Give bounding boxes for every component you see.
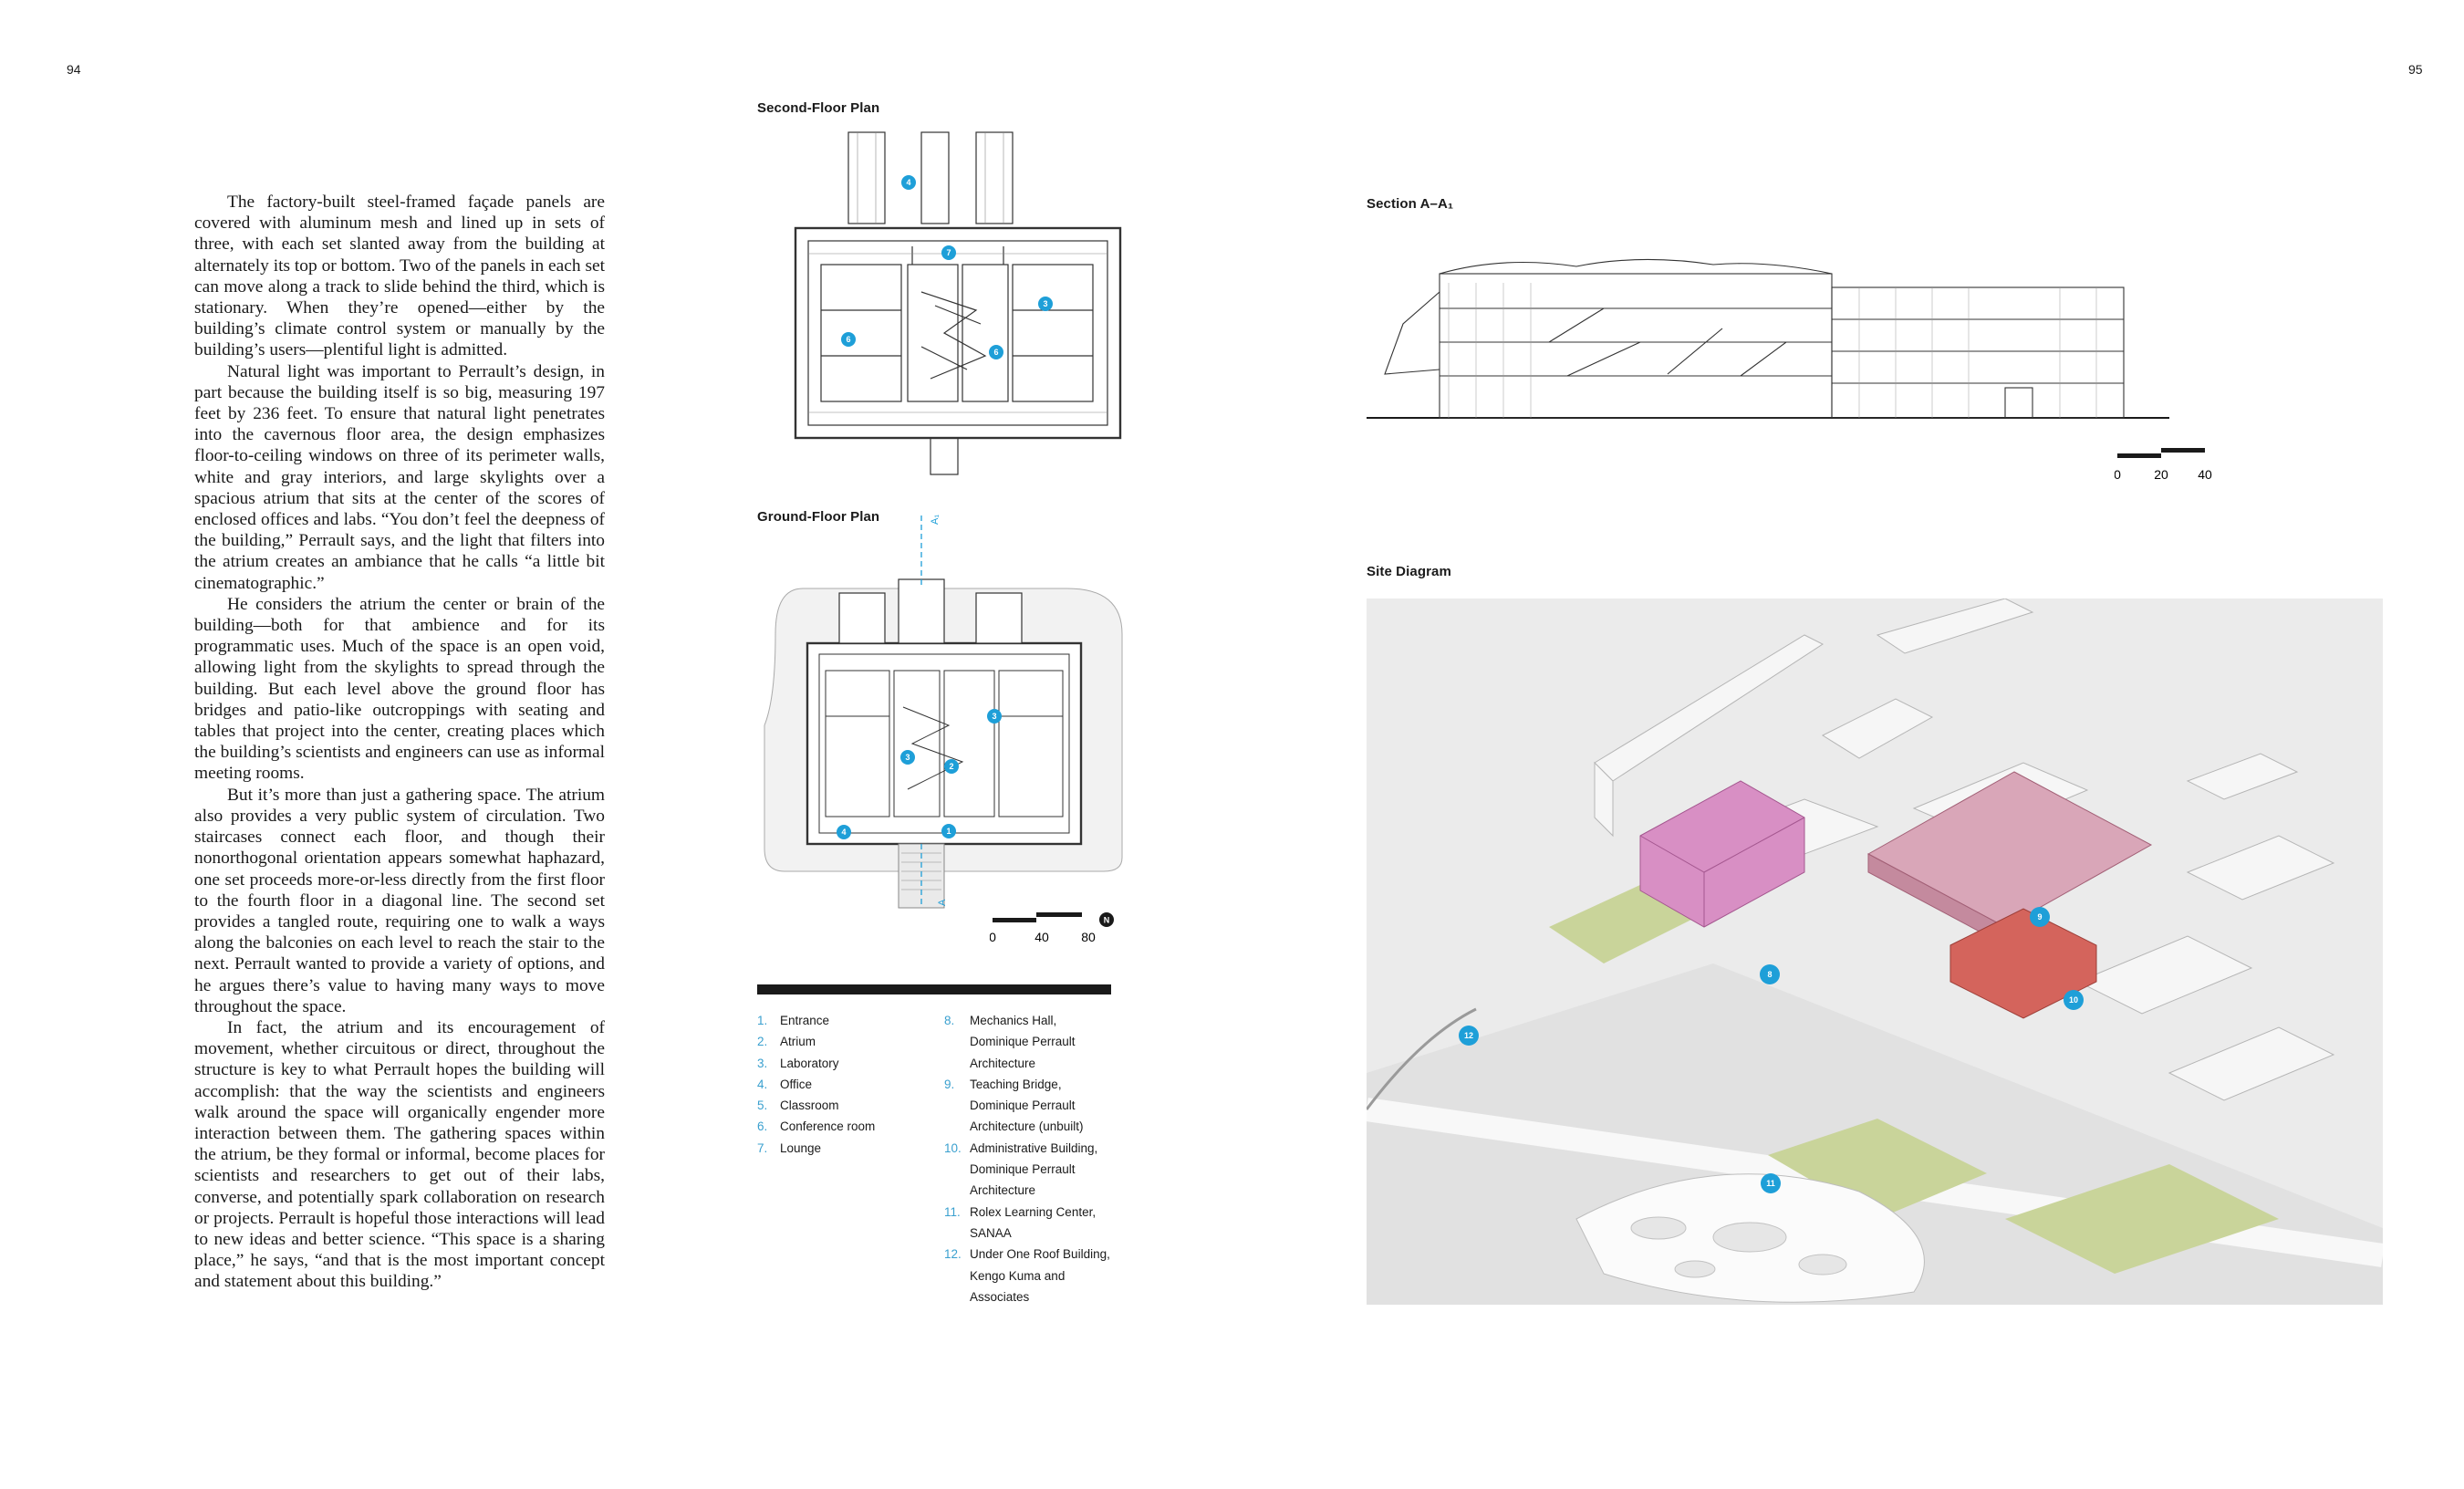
legend-item: 3.Laboratory (757, 1056, 839, 1070)
legend-rule (757, 984, 1111, 994)
page-number-left: 94 (67, 62, 81, 77)
badge: 2 (949, 762, 953, 771)
badge: 3 (905, 753, 910, 762)
legend-item: 7.Lounge (757, 1140, 822, 1155)
section-mark-top: A₁ (930, 515, 941, 525)
legend-column-2: 8.Mechanics Hall, Dominique Perrault Arc… (944, 1010, 1118, 1307)
scale-label: 80 (1081, 930, 1096, 944)
legend-item: 6.Conference room (757, 1119, 876, 1134)
badge: 3 (1043, 299, 1047, 308)
legend-item: 11.Rolex Learning Center, SANAA (944, 1204, 1097, 1240)
scale-label: 20 (2154, 467, 2168, 482)
badge: 9 (2037, 912, 2042, 922)
section-drawing (1367, 237, 2169, 429)
badge: 4 (906, 178, 910, 187)
site-diagram-title: Site Diagram (1367, 564, 1451, 579)
legend-column-1: 1.Entrance 2.Atrium 3.Laboratory 4.Offic… (757, 1010, 935, 1159)
scale-label: 0 (990, 930, 996, 944)
badge: 6 (846, 335, 850, 344)
scale-label: 40 (1034, 930, 1049, 944)
legend-item: 2.Atrium (757, 1035, 816, 1049)
legend-item: 1.Entrance (757, 1014, 830, 1027)
badge: 10 (2069, 995, 2078, 1005)
paragraph: In fact, the atrium and its encouragemen… (194, 1017, 605, 1292)
badge: 4 (841, 828, 846, 837)
ground-floor-scale-bar: N 0 40 80 (989, 909, 1127, 959)
scale-label: 0 (2115, 467, 2121, 482)
body-text: The factory-built steel-framed façade pa… (194, 192, 605, 1293)
badge: 11 (1766, 1179, 1775, 1188)
page-number-right: 95 (2408, 62, 2423, 77)
ground-floor-plan-title: Ground-Floor Plan (757, 509, 880, 525)
second-floor-plan: 4 7 3 6 6 (785, 128, 1131, 493)
section-title: Section A–A₁ (1367, 196, 1454, 212)
badge: 12 (1464, 1031, 1473, 1040)
site-diagram: 9 8 10 12 11 (1367, 599, 2383, 1305)
paragraph: The factory-built steel-framed façade pa… (194, 193, 605, 360)
paragraph: He considers the atrium the center or br… (194, 594, 605, 784)
badge: 6 (993, 348, 998, 357)
legend-item: 5.Classroom (757, 1099, 839, 1113)
legend-item: 12.Under One Roof Building, Kengo Kuma a… (944, 1247, 1110, 1304)
north-arrow-icon: N (1104, 916, 1110, 925)
legend-item: 10.Administrative Building, Dominique Pe… (944, 1140, 1098, 1198)
ground-floor-plan: A₁ A 3 3 2 4 1 (757, 497, 1131, 917)
section-mark-bottom: A (937, 899, 948, 906)
paragraph: Natural light was important to Perrault’… (194, 361, 605, 593)
badge: 7 (946, 248, 951, 257)
second-floor-plan-title: Second-Floor Plan (757, 100, 880, 116)
badge: 1 (946, 827, 951, 836)
legend-item: 8.Mechanics Hall, Dominique Perrault Arc… (944, 1014, 1076, 1070)
badge: 8 (1767, 970, 1772, 979)
legend-item: 9.Teaching Bridge, Dominique Perrault Ar… (944, 1077, 1084, 1134)
badge: 3 (992, 712, 996, 721)
scale-label: 40 (2198, 467, 2212, 482)
section-scale-bar: 0 20 40 (2114, 445, 2224, 490)
paragraph: But it’s more than just a gathering spac… (194, 785, 605, 1016)
legend-item: 4.Office (757, 1077, 813, 1091)
